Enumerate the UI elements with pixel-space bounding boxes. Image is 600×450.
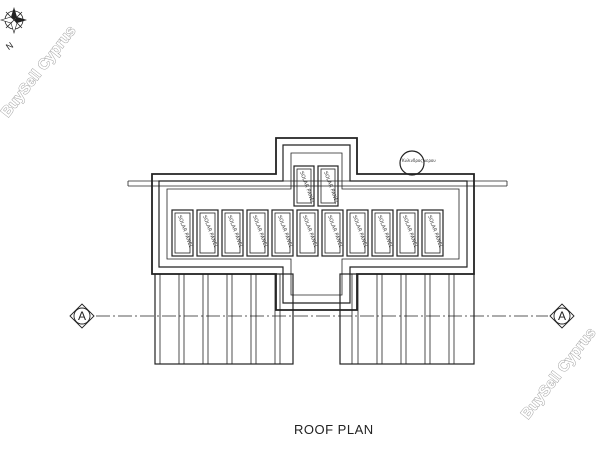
solar-panel: SOLAR PANEL [396, 209, 419, 257]
svg-text:SOLAR PANEL: SOLAR PANEL [326, 215, 343, 249]
solar-panel: SOLAR PANEL [221, 209, 244, 257]
solar-panel: SOLAR PANEL [246, 209, 269, 257]
svg-text:SOLAR PANEL: SOLAR PANEL [176, 215, 193, 249]
watermark-bottom-right: BuySell Cyprus [518, 325, 600, 423]
solar-panel: SOLAR PANEL [321, 209, 344, 257]
pergola-left [154, 273, 294, 365]
svg-text:SOLAR PANEL: SOLAR PANEL [376, 215, 393, 249]
solar-panel: SOLAR PANEL [346, 209, 369, 257]
pergola-right [339, 273, 475, 365]
drawing-title: ROOF PLAN [294, 422, 374, 437]
svg-text:SOLAR PANEL: SOLAR PANEL [251, 215, 268, 249]
solar-panel: SOLAR PANEL [371, 209, 394, 257]
compass-rose-icon [0, 7, 27, 35]
svg-text:SOLAR PANEL: SOLAR PANEL [401, 215, 418, 249]
solar-panel: SOLAR PANEL [196, 209, 219, 257]
solar-panel: SOLAR PANEL [271, 209, 294, 257]
watermark-top-left: BuySell Cyprus [0, 23, 79, 121]
svg-text:SOLAR PANEL: SOLAR PANEL [276, 215, 293, 249]
svg-text:A: A [78, 309, 86, 323]
svg-text:SOLAR PANEL: SOLAR PANEL [298, 171, 315, 205]
svg-text:SOLAR PANEL: SOLAR PANEL [201, 215, 218, 249]
section-marker-left: A [69, 303, 95, 329]
svg-text:SOLAR PANEL: SOLAR PANEL [426, 215, 443, 249]
solar-panel: SOLAR PANEL [296, 209, 319, 257]
roof-outline-inner [158, 144, 468, 304]
svg-text:SOLAR PANEL: SOLAR PANEL [322, 171, 339, 205]
section-marker-right: A [549, 303, 575, 329]
roof-outline-outer [151, 137, 475, 311]
solar-panel: SOLAR PANEL [171, 209, 194, 257]
water-tank-label: Κυλινδρος νερου [402, 158, 436, 163]
svg-text:SOLAR PANEL: SOLAR PANEL [226, 215, 243, 249]
water-tank: Κυλινδρος νερου [399, 150, 436, 176]
svg-text:SOLAR PANEL: SOLAR PANEL [301, 215, 318, 249]
svg-text:A: A [558, 309, 566, 323]
solar-panel: SOLAR PANEL [421, 209, 444, 257]
solar-panels-lower: SOLAR PANEL SOLAR PANEL SOLAR PANEL SOLA… [171, 209, 444, 257]
compass-north-label: N [4, 40, 15, 52]
roof-outline-inner-2 [166, 152, 460, 296]
svg-text:SOLAR PANEL: SOLAR PANEL [351, 215, 368, 249]
